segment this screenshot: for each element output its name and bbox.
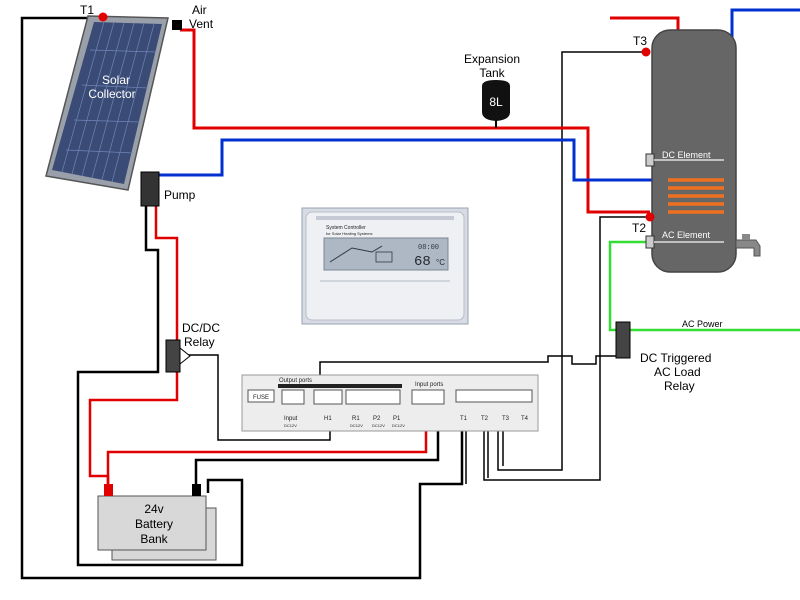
relay-ac-label-2: AC Load	[654, 365, 701, 379]
term-dc12v-4: DC12V	[392, 423, 405, 428]
wire-pump-neg	[76, 205, 244, 567]
controller-lcd	[323, 237, 449, 271]
term-t3: T3	[502, 416, 510, 422]
controller-brand: System Controller	[326, 225, 366, 231]
battery-label-3: Bank	[140, 532, 168, 546]
expansion-label-2: Tank	[479, 66, 505, 80]
term-h1: H1	[324, 416, 332, 422]
output-terminals	[281, 389, 533, 405]
board-input-ports: Input ports	[415, 382, 443, 388]
dc-dc-relay	[165, 339, 191, 373]
battery-bank	[97, 484, 217, 561]
controller-time: 08:00	[418, 244, 439, 252]
water-tank: DC Element AC Element	[645, 29, 761, 273]
cold-inlet	[730, 8, 800, 240]
controller-reading: 68	[414, 254, 431, 270]
board-output-ports: Output ports	[279, 378, 312, 384]
term-t4: T4	[521, 416, 529, 422]
cold-pipe	[150, 138, 666, 182]
air-vent	[172, 20, 182, 30]
term-dc12v-3: DC12V	[372, 423, 385, 428]
relay-ac-label-3: Relay	[664, 379, 695, 393]
t2-label: T2	[632, 221, 646, 235]
pump	[140, 171, 160, 207]
dc-element-label: DC Element	[662, 150, 711, 160]
air-vent-label-1: Air	[192, 3, 207, 17]
battery-pos-terminal	[104, 484, 113, 496]
battery-label-1: 24v	[144, 502, 163, 516]
term-r1: R1	[352, 416, 360, 422]
sensor-t2	[645, 212, 655, 222]
wire-t3	[497, 51, 644, 471]
controller-sub: for Solar Heating Systems	[326, 231, 372, 236]
t3-label: T3	[633, 34, 647, 48]
black-wires	[20, 16, 650, 580]
expansion-label-1: Expansion	[464, 52, 520, 66]
term-t1: T1	[460, 416, 468, 422]
t1-label: T1	[80, 3, 94, 17]
sensor-t1	[98, 12, 108, 22]
term-p1: P1	[393, 416, 401, 422]
solar-collector: Solar Collector	[45, 15, 169, 191]
collector-label-2: Collector	[88, 87, 135, 101]
term-t2: T2	[481, 416, 489, 422]
term-p2: P2	[373, 416, 381, 422]
wire-board-acrelay	[319, 355, 618, 398]
wire-pump-pos	[154, 205, 179, 342]
relay-dc-label-2: Relay	[184, 335, 215, 349]
ac-load-relay	[615, 321, 631, 359]
wire-relay-battery	[88, 370, 179, 493]
ac-power-label: AC Power	[682, 319, 723, 329]
term-dc12v-2: DC12V	[350, 423, 363, 428]
term-input: Input	[284, 416, 298, 422]
ac-element-wire	[608, 240, 654, 332]
collector-label-1: Solar	[102, 73, 130, 87]
sensor-t3	[641, 47, 651, 57]
battery-label-2: Battery	[135, 517, 173, 531]
pump-label: Pump	[164, 188, 196, 202]
ac-element-label: AC Element	[662, 230, 711, 240]
air-vent-label-2: Vent	[189, 17, 214, 31]
expansion-tank: 8L	[482, 80, 510, 128]
battery-neg-terminal	[192, 484, 201, 496]
wire-t1-loop	[20, 16, 464, 580]
expansion-size: 8L	[489, 95, 503, 109]
relay-ac-label-1: DC Triggered	[640, 351, 711, 365]
terminal-board: FUSE Output ports Input ports Input H1 R…	[241, 374, 539, 432]
heat-exchanger-coil	[668, 178, 724, 214]
hot-pipe	[180, 28, 650, 214]
board-fuse: FUSE	[253, 395, 269, 401]
system-controller: System Controller for Solar Heating Syst…	[301, 207, 469, 325]
controller-unit: °C	[436, 258, 445, 267]
term-dc12v-1: DC12V	[284, 423, 297, 428]
wire-t2	[483, 216, 650, 481]
relay-dc-label-1: DC/DC	[182, 321, 220, 335]
tap-icon	[735, 239, 761, 257]
